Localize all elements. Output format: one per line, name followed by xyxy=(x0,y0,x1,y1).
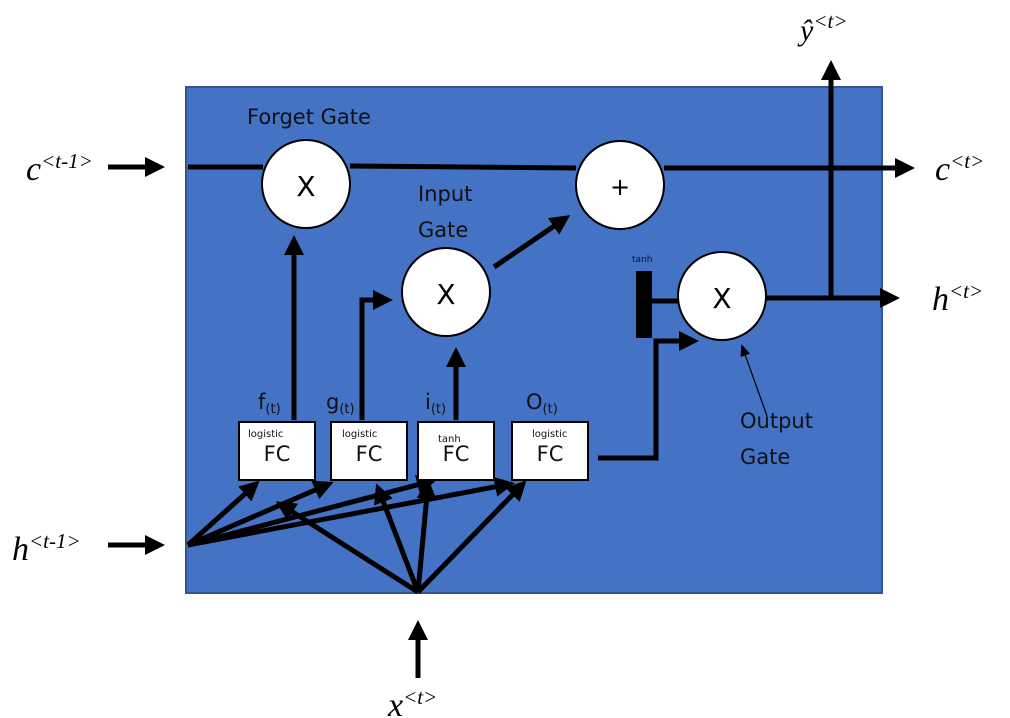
fc-label: FC xyxy=(537,442,564,466)
g-to-input-gate-arrow xyxy=(359,290,393,420)
signal-o-label: O(t) xyxy=(526,390,558,417)
add-op: + xyxy=(610,173,630,201)
add-node: + xyxy=(575,140,665,230)
tanh-bar xyxy=(636,271,652,338)
forget-gate-label: Forget Gate xyxy=(247,105,371,129)
fc-label: FC xyxy=(356,442,383,466)
forget-gate-op: X xyxy=(296,170,315,203)
h-prev-label: h<t-1> xyxy=(12,529,81,568)
h-prev-to-fc-g xyxy=(187,480,334,548)
c-out-label: c<t> xyxy=(935,149,984,188)
x-to-fc-f xyxy=(275,501,420,595)
output-gate-node: X xyxy=(677,251,767,341)
x-label: x<t> xyxy=(387,685,437,718)
h-prev-to-fc-o xyxy=(187,476,515,548)
y-hat-label: ŷ<t> xyxy=(797,9,848,47)
fc-box-i: tanh FC xyxy=(417,421,495,481)
output-gate-pointer xyxy=(740,344,768,417)
output-gate-op: X xyxy=(712,282,731,315)
x-to-fc-g xyxy=(374,483,421,593)
input-gate-label-line1: Input xyxy=(418,182,472,206)
fc-box-g: logistic FC xyxy=(330,421,408,481)
fc-activation: logistic xyxy=(248,429,283,440)
signal-i-label: i(t) xyxy=(425,390,446,417)
input-gate-label-line2: Gate xyxy=(418,218,468,242)
input-gate-node: X xyxy=(401,247,491,337)
fc-label: FC xyxy=(443,442,470,466)
output-gate-label-line2: Gate xyxy=(740,445,790,469)
forget-gate-node: X xyxy=(261,139,351,229)
fc-activation: tanh xyxy=(438,434,461,445)
signal-f-label: f(t) xyxy=(258,390,281,417)
h-prev-to-fc-f xyxy=(186,480,260,547)
fc-box-f: logistic FC xyxy=(238,421,316,481)
h-out-label: h<t> xyxy=(932,279,983,318)
x-fanout xyxy=(275,479,527,595)
cell-state-line-b xyxy=(349,163,577,171)
output-gate-label-line1: Output xyxy=(740,409,813,433)
x-to-fc-i xyxy=(415,479,437,593)
fc-label: FC xyxy=(264,442,291,466)
fc-box-o: logistic FC xyxy=(511,421,589,481)
tanh-label: tanh xyxy=(632,255,652,265)
fc-activation: logistic xyxy=(342,429,377,440)
c-prev-label: c<t-1> xyxy=(26,149,93,188)
fc-activation: logistic xyxy=(532,429,567,440)
signal-g-label: g(t) xyxy=(326,390,355,417)
x-to-fc-o xyxy=(416,480,527,594)
o-to-output-gate-arrow xyxy=(598,331,699,461)
input-gate-op: X xyxy=(436,278,455,311)
input-gate-to-add-arrow xyxy=(492,215,571,270)
